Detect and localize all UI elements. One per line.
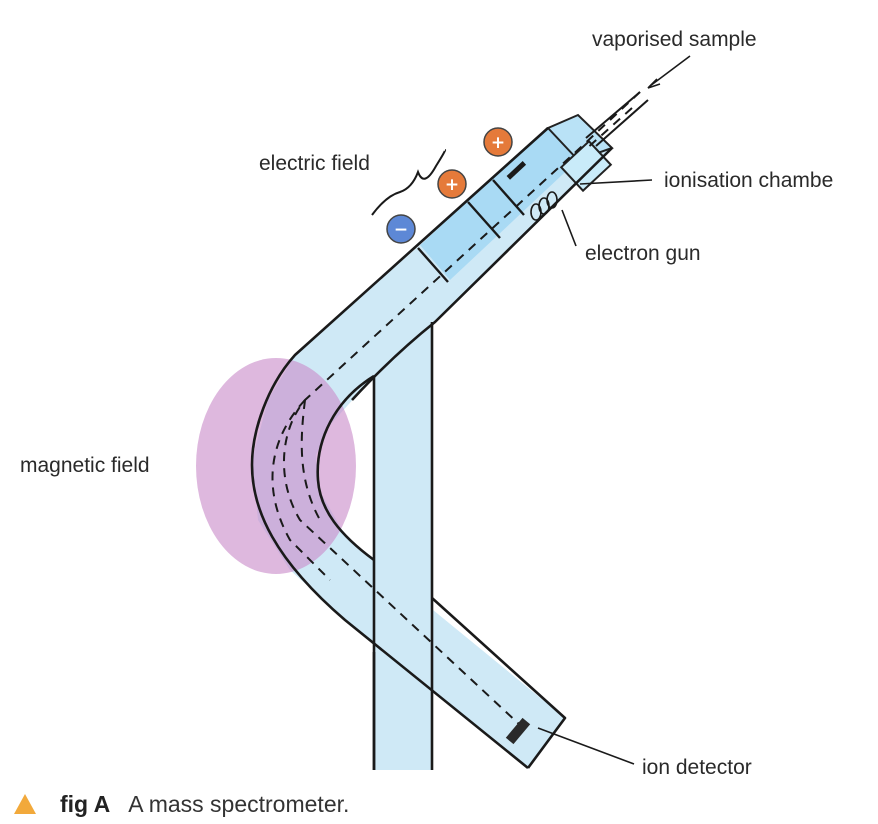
- spectrometer-tube: [252, 115, 612, 770]
- label-vaporised-sample: vaporised sample: [592, 28, 757, 51]
- figure-caption-text: A mass spectrometer.: [128, 790, 350, 817]
- label-ionisation-chamber: ionisation chambe: [664, 169, 833, 192]
- plate-charge-markers: + + −: [386, 127, 513, 244]
- sample-inlet: [585, 91, 649, 147]
- figure-number: fig A: [60, 790, 111, 817]
- triangle-icon: [14, 794, 36, 814]
- leader-lines: [537, 55, 691, 765]
- filament: [506, 161, 527, 180]
- label-ion-detector: ion detector: [642, 756, 752, 779]
- tube-walls: [250, 127, 613, 770]
- electron-gun-coil: [530, 191, 558, 221]
- negative-plate-icon: [386, 214, 416, 244]
- negative-sign: −: [394, 220, 408, 240]
- label-electron-gun: electron gun: [585, 242, 701, 265]
- electric-field-brace-icon: [371, 149, 447, 216]
- figure-caption: fig A A mass spectrometer.: [14, 786, 349, 822]
- label-magnetic-field: magnetic field: [20, 454, 150, 477]
- magnetic-field-region: [196, 358, 356, 574]
- positive-plate-middle-icon: [437, 169, 467, 199]
- ion-detector: [505, 717, 531, 745]
- positive-plate-top-icon: [483, 127, 513, 157]
- positive-sign-middle: +: [445, 175, 459, 195]
- ion-beam-paths: [271, 91, 641, 726]
- label-electric-field: electric field: [259, 152, 370, 175]
- accelerating-plates: [417, 179, 525, 283]
- ionisation-chamber: [420, 113, 614, 280]
- positive-sign-top: +: [491, 133, 505, 153]
